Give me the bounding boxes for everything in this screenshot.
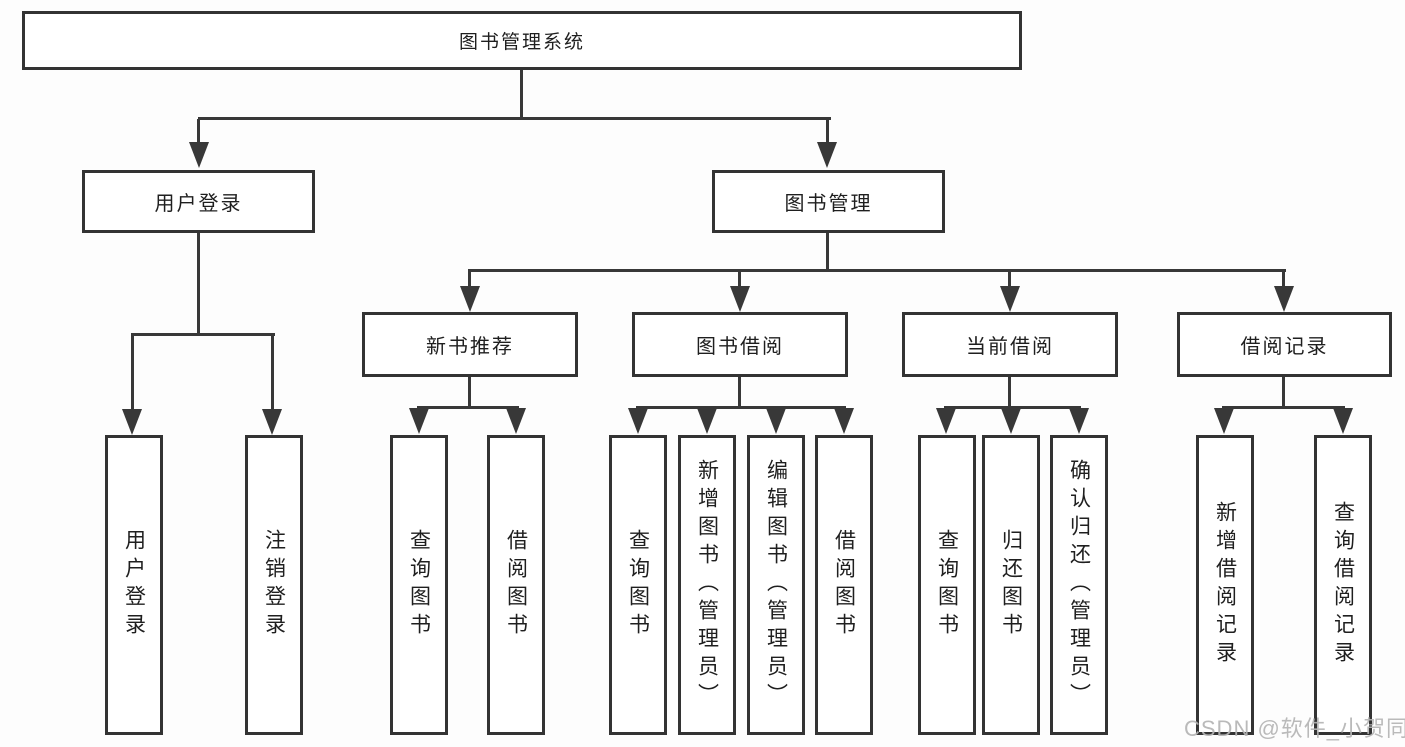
leaf-borrow-records-query: 查询借阅记录	[1314, 435, 1372, 735]
connector-line	[131, 335, 134, 411]
leaf-new-books-query-label: 查询图书	[407, 529, 431, 641]
arrow-down-icon	[936, 408, 956, 434]
connector-line	[468, 271, 471, 287]
arrow-down-icon	[817, 142, 837, 168]
leaf-book-borrow-borrow-label: 借阅图书	[832, 529, 856, 641]
leaf-book-borrow-add: 新增图书（管理员）	[678, 435, 736, 735]
leaf-borrow-records-add-label: 新增借阅记录	[1213, 501, 1237, 669]
node-book-borrow: 图书借阅	[632, 312, 848, 377]
arrow-down-icon	[506, 408, 526, 434]
leaf-current-borrow-query-label: 查询图书	[935, 529, 959, 641]
connector-line	[944, 406, 1081, 409]
arrow-down-icon	[1001, 408, 1021, 434]
node-user-login-branch-label: 用户登录	[154, 193, 243, 215]
connector-line	[468, 269, 1286, 272]
connector-line	[636, 406, 846, 409]
leaf-current-borrow-confirm-label: 确认归还（管理员）	[1067, 459, 1091, 711]
leaf-new-books-query: 查询图书	[390, 435, 448, 735]
node-new-books-label: 新书推荐	[426, 336, 514, 358]
connector-line	[1222, 406, 1345, 409]
arrow-down-icon	[628, 408, 648, 434]
connector-line	[520, 70, 523, 119]
connector-line	[1008, 377, 1011, 408]
connector-line	[198, 117, 831, 120]
arrow-down-icon	[262, 409, 282, 435]
leaf-current-borrow-confirm: 确认归还（管理员）	[1050, 435, 1108, 735]
leaf-book-borrow-borrow: 借阅图书	[815, 435, 873, 735]
node-borrow-records: 借阅记录	[1177, 312, 1392, 377]
node-root-system-label: 图书管理系统	[458, 32, 585, 53]
leaf-user-login-label: 用户登录	[122, 529, 146, 641]
arrow-down-icon	[1000, 286, 1020, 312]
arrow-down-icon	[409, 408, 429, 434]
connector-line	[738, 377, 741, 408]
node-current-borrow: 当前借阅	[902, 312, 1118, 377]
csdn-watermark: CSDN @软件_小贺同学	[1184, 716, 1405, 741]
leaf-new-books-borrow: 借阅图书	[487, 435, 545, 735]
node-root-system: 图书管理系统	[22, 11, 1022, 70]
connector-line	[1282, 377, 1285, 408]
connector-line	[826, 232, 829, 271]
leaf-borrow-records-add: 新增借阅记录	[1196, 435, 1254, 735]
node-user-login-branch: 用户登录	[82, 170, 315, 233]
connector-line	[417, 406, 519, 409]
connector-line	[197, 119, 200, 145]
arrow-down-icon	[766, 408, 786, 434]
connector-line	[468, 377, 471, 408]
node-book-mgmt-branch: 图书管理	[712, 170, 945, 233]
node-new-books: 新书推荐	[362, 312, 578, 377]
node-current-borrow-label: 当前借阅	[966, 336, 1054, 358]
connector-line	[197, 233, 200, 335]
arrow-down-icon	[730, 286, 750, 312]
connector-line	[826, 119, 829, 145]
leaf-logout: 注销登录	[245, 435, 303, 735]
connector-line	[1282, 271, 1285, 287]
leaf-current-borrow-return-label: 归还图书	[999, 529, 1023, 641]
arrow-down-icon	[1333, 408, 1353, 434]
leaf-book-borrow-query-label: 查询图书	[626, 529, 650, 641]
connector-line	[1008, 271, 1011, 287]
arrow-down-icon	[1069, 408, 1089, 434]
arrow-down-icon	[697, 408, 717, 434]
leaf-book-borrow-add-label: 新增图书（管理员）	[695, 459, 719, 711]
leaf-book-borrow-query: 查询图书	[609, 435, 667, 735]
arrow-down-icon	[460, 286, 480, 312]
leaf-new-books-borrow-label: 借阅图书	[504, 529, 528, 641]
leaf-book-borrow-edit-label: 编辑图书（管理员）	[764, 459, 788, 711]
arrow-down-icon	[1274, 286, 1294, 312]
leaf-logout-label: 注销登录	[262, 529, 286, 641]
leaf-current-borrow-query: 查询图书	[918, 435, 976, 735]
connector-line	[271, 335, 274, 411]
arrow-down-icon	[122, 409, 142, 435]
arrow-down-icon	[189, 142, 209, 168]
node-book-mgmt-branch-label: 图书管理	[784, 193, 873, 215]
connector-line	[738, 271, 741, 287]
leaf-user-login: 用户登录	[105, 435, 163, 735]
node-book-borrow-label: 图书借阅	[696, 336, 784, 358]
node-borrow-records-label: 借阅记录	[1240, 336, 1329, 358]
arrow-down-icon	[1214, 408, 1234, 434]
leaf-borrow-records-query-label: 查询借阅记录	[1331, 501, 1355, 669]
arrow-down-icon	[834, 408, 854, 434]
connector-line	[131, 333, 275, 336]
leaf-book-borrow-edit: 编辑图书（管理员）	[747, 435, 805, 735]
leaf-current-borrow-return: 归还图书	[982, 435, 1040, 735]
